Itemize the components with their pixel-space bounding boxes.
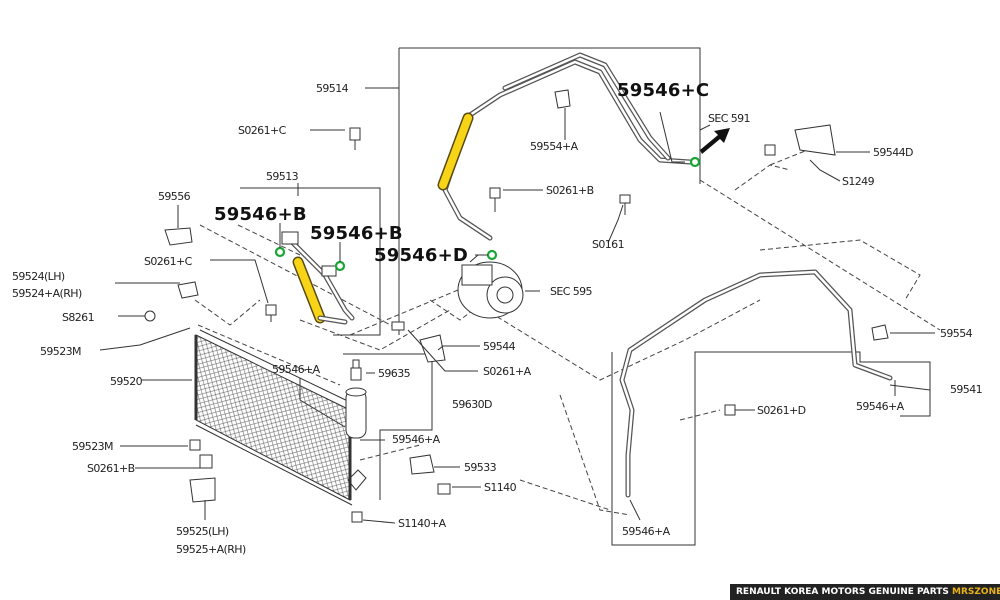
footer-brand: MRSZONE (952, 587, 1000, 597)
label-59556: 59556 (158, 190, 191, 203)
label-s1249: S1249 (842, 175, 875, 188)
callout-59546c: 59546+C (617, 80, 709, 101)
label-s0261c-top: S0261+C (238, 124, 287, 137)
label-59546a-center: 59546+A (272, 363, 321, 376)
frame-59513 (240, 187, 381, 336)
label-59523m-bottom: 59523M (72, 440, 113, 453)
frame-59630d (343, 353, 433, 500)
label-s0261d: S0261+D (757, 404, 806, 417)
frame-59541 (611, 351, 931, 546)
arrow-sec591 (700, 128, 730, 154)
label-59544: 59544 (483, 340, 516, 353)
label-59546a-right: 59546+A (856, 400, 905, 413)
label-s0161: S0161 (592, 238, 624, 251)
callout-59546b-right: 59546+B (310, 223, 403, 244)
label-59546a-bottom: 59546+A (622, 525, 671, 538)
small-parts (144, 89, 889, 523)
label-s0261a: S0261+A (483, 365, 532, 378)
oring-b1 (274, 246, 286, 258)
o-rings (274, 156, 701, 272)
label-59524-rh: 59524+A(RH) (12, 287, 82, 300)
label-59546a-mid: 59546+A (392, 433, 441, 446)
pipe-59513 (281, 231, 355, 325)
label-s0261c-left: S0261+C (144, 255, 193, 268)
compressor (457, 254, 524, 319)
condenser (194, 329, 357, 506)
oring-b2 (334, 260, 346, 272)
oring-d (486, 249, 498, 261)
oring-c (689, 156, 701, 168)
label-59520: 59520 (110, 375, 143, 388)
frame-59514 (365, 47, 701, 335)
part-labels: 59514 59513 59556 S0261+C S0261+C 59524(… (12, 82, 983, 556)
label-sec595: SEC 595 (550, 285, 593, 298)
callout-59546d: 59546+D (374, 245, 468, 266)
leader-lines (99, 108, 935, 524)
label-s0261b-mid: S0261+B (546, 184, 594, 197)
label-59635: 59635 (378, 367, 411, 380)
pipe-59541 (619, 269, 893, 498)
footer-watermark: RENAULT KOREA MOTORS GENUINE PARTS MRSZO… (730, 584, 1000, 600)
label-59533: 59533 (464, 461, 497, 474)
callouts: 59546+C 59546+B 59546+B 59546+D (214, 80, 709, 266)
label-59544d: 59544D (873, 146, 913, 159)
highlight-hose-upper (437, 112, 474, 191)
footer-text: RENAULT KOREA MOTORS GENUINE PARTS (736, 587, 949, 597)
label-59630d: 59630D (452, 398, 492, 411)
label-59541: 59541 (950, 383, 982, 396)
receiver-drier (345, 359, 367, 491)
callout-59546b-left: 59546+B (214, 204, 307, 225)
label-s0261b-left: S0261+B (87, 462, 135, 475)
label-s8261: S8261 (62, 311, 94, 324)
label-59525-rh: 59525+A(RH) (176, 543, 246, 556)
label-59513: 59513 (266, 170, 299, 183)
pipe-59514 (442, 52, 693, 241)
label-59525-lh: 59525(LH) (176, 525, 229, 538)
label-59514: 59514 (316, 82, 349, 95)
label-59524-lh: 59524(LH) (12, 270, 65, 283)
label-59554: 59554 (940, 327, 973, 340)
label-59523m-top: 59523M (40, 345, 81, 358)
label-sec591: SEC 591 (708, 112, 750, 125)
label-s1140a: S1140+A (398, 517, 447, 530)
label-59554a: 59554+A (530, 140, 579, 153)
label-s1140: S1140 (484, 481, 517, 494)
